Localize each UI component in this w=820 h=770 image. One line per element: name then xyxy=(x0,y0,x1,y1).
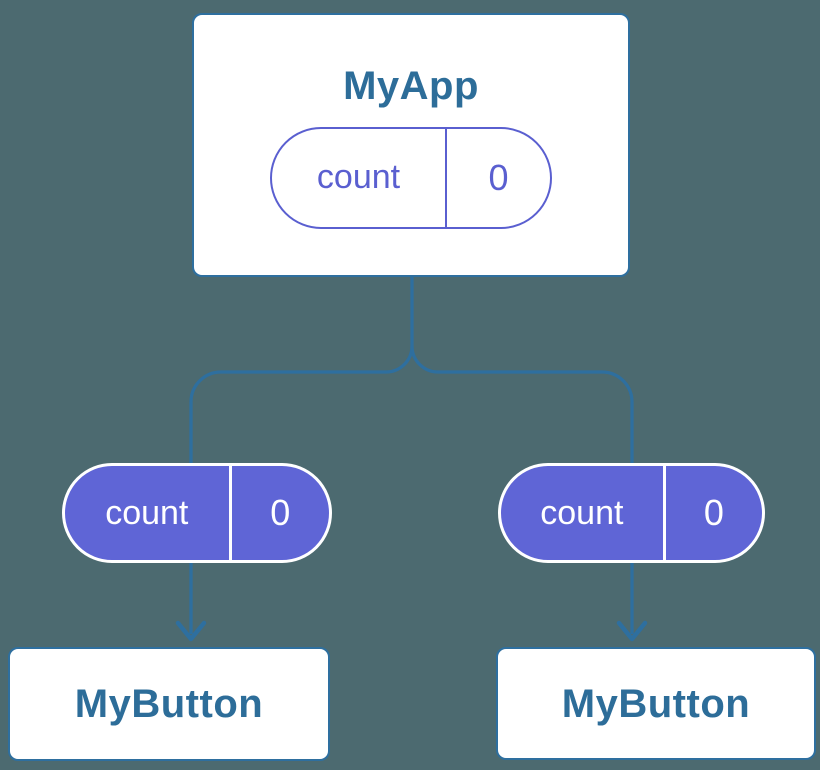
connector-branch-left xyxy=(189,345,414,466)
connector-branch-right xyxy=(410,345,634,466)
node-myapp: MyApp count 0 xyxy=(192,13,630,277)
state-value: 0 xyxy=(445,128,550,227)
state-name: count xyxy=(316,158,401,196)
state-name: count xyxy=(540,493,624,532)
node-title-mybutton-right: MyButton xyxy=(561,681,751,726)
state-pill-myapp: count 0 xyxy=(270,126,552,229)
state-value: 0 xyxy=(662,466,762,560)
node-mybutton-right: MyButton xyxy=(496,647,816,760)
state-pill-button-right: count 0 xyxy=(498,463,765,563)
arrow-head-left-icon xyxy=(175,620,207,642)
state-pill-button-left: count 0 xyxy=(62,463,332,563)
node-mybutton-left: MyButton xyxy=(8,647,330,761)
state-value: 0 xyxy=(228,466,329,560)
node-title-mybutton-left: MyButton xyxy=(74,682,264,726)
state-name: count xyxy=(105,493,189,532)
node-title-myapp: MyApp xyxy=(343,63,479,108)
arrow-head-right-icon xyxy=(616,620,648,642)
